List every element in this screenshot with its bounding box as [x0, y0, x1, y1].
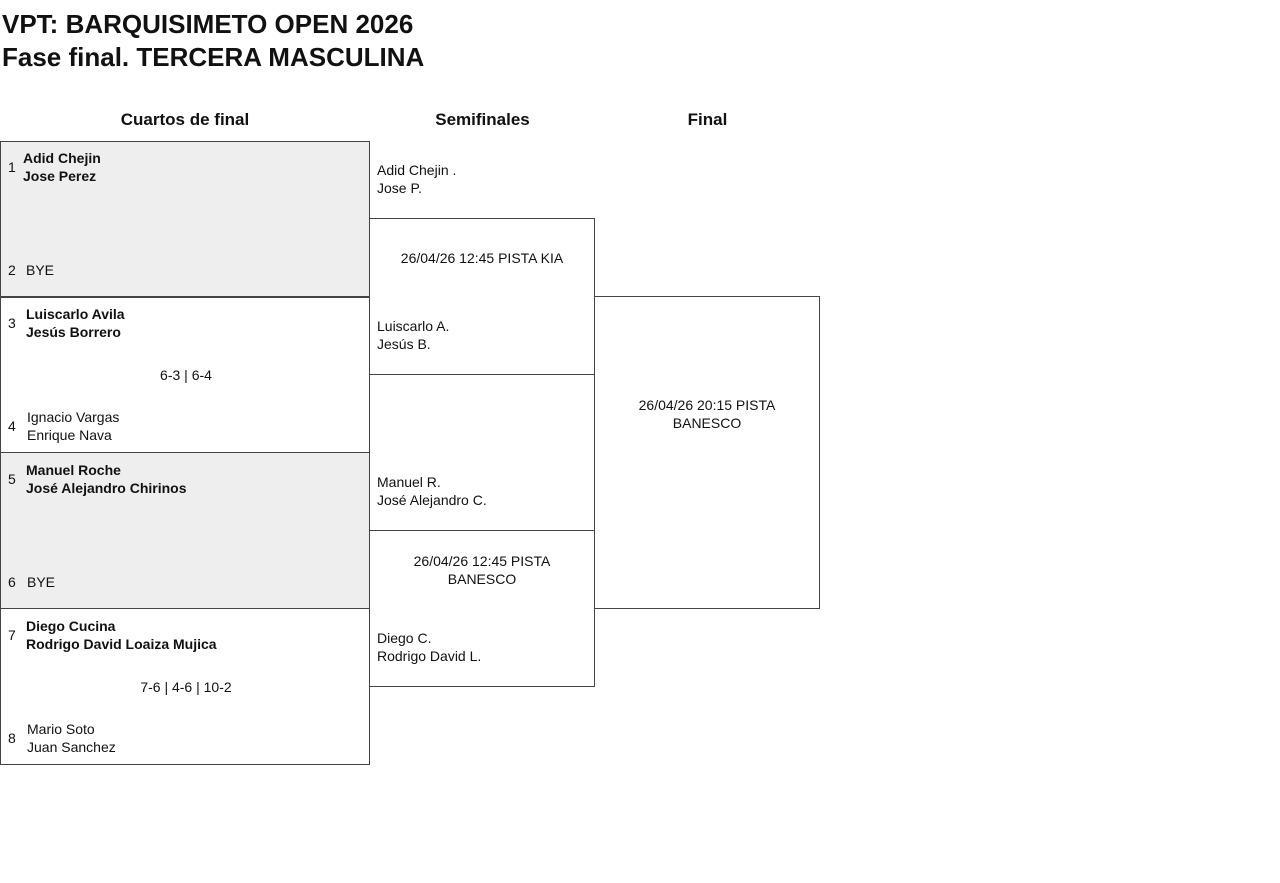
semifinal-2-team-2: Diego C. Rodrigo David L. — [377, 629, 481, 665]
team-top: Luiscarlo Avila Jesús Borrero — [26, 305, 125, 341]
team-bottom: Mario Soto Juan Sanchez — [27, 720, 116, 756]
quarterfinal-match-3[interactable]: 5 Manuel Roche José Alejandro Chirinos 6… — [0, 452, 370, 609]
player-name: Diego Cucina — [26, 618, 116, 634]
match-score: 6-3 | 6-4 — [160, 367, 212, 383]
player-name: Luiscarlo Avila — [26, 306, 125, 322]
round-header-semifinals: Semifinales — [435, 110, 530, 129]
team-top: Diego Cucina Rodrigo David Loaiza Mujica — [26, 617, 217, 653]
seed-number: 1 — [8, 159, 16, 175]
round-header-final: Final — [687, 110, 728, 129]
tournament-title: VPT: BARQUISIMETO OPEN 2026 — [2, 9, 414, 39]
seed-number: 7 — [8, 627, 16, 643]
draw-subtitle: Fase final. TERCERA MASCULINA — [2, 42, 425, 72]
player-name: Manuel Roche — [26, 462, 121, 478]
team-top: Adid Chejin Jose Perez — [23, 149, 101, 185]
match-schedule: 26/04/26 12:45 PISTA KIA — [400, 250, 564, 266]
player-name: Jose P. — [377, 180, 422, 196]
player-name: Jesús Borrero — [26, 324, 121, 340]
player-name: Diego C. — [377, 630, 432, 646]
team-bottom: BYE — [27, 573, 55, 591]
quarterfinal-match-4[interactable]: 7 Diego Cucina Rodrigo David Loaiza Muji… — [0, 608, 370, 765]
semifinal-1-team-1: Adid Chejin . Jose P. — [377, 161, 456, 197]
player-name: Jesús B. — [377, 336, 431, 352]
player-name: Adid Chejin — [23, 150, 101, 166]
player-name: Manuel R. — [377, 474, 441, 490]
seed-number: 2 — [8, 262, 16, 278]
final-match[interactable]: 26/04/26 20:15 PISTA BANESCO — [594, 296, 820, 609]
player-name: Jose Perez — [23, 168, 97, 184]
player-name: José Alejandro C. — [377, 492, 487, 508]
player-name: José Alejandro Chirinos — [26, 480, 187, 496]
round-header-quarterfinals: Cuartos de final — [120, 110, 250, 129]
seed-number: 3 — [8, 315, 16, 331]
player-name: Juan Sanchez — [27, 739, 116, 755]
semifinal-1-team-2: Luiscarlo A. Jesús B. — [377, 317, 449, 353]
player-name: Rodrigo David L. — [377, 648, 482, 664]
player-name: Adid Chejin . — [377, 162, 457, 178]
match-schedule: 26/04/26 20:15 PISTA BANESCO — [638, 397, 776, 431]
player-name: Enrique Nava — [27, 427, 112, 443]
player-name: BYE — [27, 574, 56, 590]
match-schedule: 26/04/26 12:45 PISTA BANESCO — [413, 553, 551, 587]
match-score: 7-6 | 4-6 | 10-2 — [140, 679, 232, 695]
player-name: Mario Soto — [27, 721, 95, 737]
seed-number: 5 — [8, 471, 16, 487]
quarterfinal-match-1[interactable]: 1 Adid Chejin Jose Perez 2 BYE — [0, 141, 370, 298]
seed-number: 4 — [8, 418, 16, 434]
player-name: Ignacio Vargas — [27, 409, 120, 425]
player-name: Luiscarlo A. — [377, 318, 450, 334]
quarterfinal-match-2[interactable]: 3 Luiscarlo Avila Jesús Borrero 6-3 | 6-… — [0, 296, 370, 453]
player-name: Rodrigo David Loaiza Mujica — [26, 636, 217, 652]
player-name: BYE — [26, 262, 55, 278]
semifinal-2-team-1: Manuel R. José Alejandro C. — [377, 473, 487, 509]
team-bottom: Ignacio Vargas Enrique Nava — [27, 408, 119, 444]
seed-number: 8 — [8, 730, 16, 746]
team-top: Manuel Roche José Alejandro Chirinos — [26, 461, 187, 497]
semifinal-match-2[interactable]: 26/04/26 12:45 PISTA BANESCO — [369, 530, 595, 687]
seed-number: 6 — [8, 574, 16, 590]
team-bottom: BYE — [26, 261, 54, 279]
